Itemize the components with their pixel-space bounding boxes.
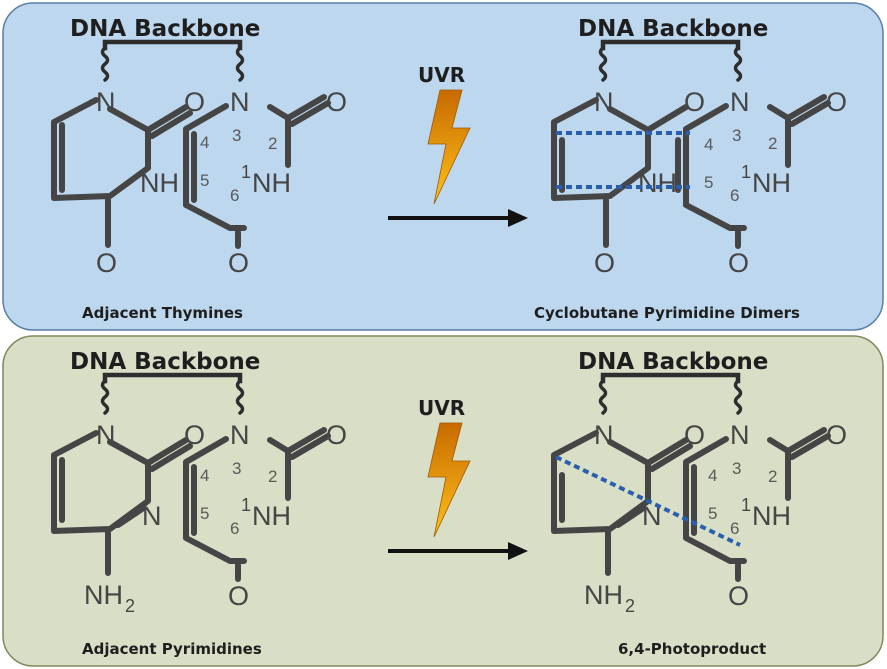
atom-n: N: [230, 420, 250, 450]
top-left-ring-a-bonds: [51, 97, 193, 248]
bottom-reaction-arrow-group: UVR: [388, 396, 528, 560]
arrow-head-icon: [508, 209, 528, 227]
ring-number-3: 3: [732, 459, 741, 478]
atom-n: N: [96, 87, 116, 117]
atom-nh: NH: [252, 501, 291, 531]
bottom-right-structure: DNA Backbone N O N NH 2 N O NH 1 O 3 2 4…: [551, 349, 847, 658]
photoproduct-6-4-bond: [555, 455, 741, 547]
atom-o: O: [96, 248, 117, 278]
bottom-right-wavy-link-2: [733, 379, 743, 415]
lightning-icon: [427, 89, 471, 205]
subscript-2: 2: [625, 596, 635, 616]
ring-number-6: 6: [230, 186, 239, 205]
top-reaction-arrow-group: UVR: [388, 63, 528, 227]
top-uvr-label: UVR: [418, 63, 465, 87]
atom-n: N: [594, 420, 614, 450]
atom-o: O: [728, 581, 749, 611]
atom-nh: NH: [752, 501, 791, 531]
superscript-1: 1: [741, 495, 751, 515]
atom-o: O: [594, 248, 615, 278]
top-left-wavy-link-2: [235, 46, 245, 82]
atom-n: N: [730, 87, 750, 117]
atom-n: N: [730, 420, 750, 450]
subscript-2: 2: [125, 596, 135, 616]
arrow-head-icon: [508, 542, 528, 560]
atom-nh2: NH: [584, 580, 623, 610]
top-right-structure: DNA Backbone N O NH O N O NH 1 O 3 2 4 5…: [534, 16, 847, 322]
ring-number-3: 3: [232, 459, 241, 478]
atom-nh: NH: [252, 168, 291, 198]
top-right-wavy-link-1: [598, 46, 608, 82]
top-left-structure: DNA Backbone N O NH O N O NH 1 O 3 2 4 5…: [51, 16, 347, 322]
ring-number-5: 5: [704, 173, 713, 192]
atom-o: O: [684, 420, 705, 450]
atom-nh2: NH: [84, 580, 123, 610]
ring-number-5: 5: [708, 504, 717, 523]
ring-number-2: 2: [268, 134, 277, 153]
top-right-ring-b-bonds: [675, 94, 831, 249]
ring-number-3: 3: [232, 126, 241, 145]
bottom-left-ring-b-bonds: [183, 427, 331, 582]
ring-number-6: 6: [230, 519, 239, 538]
bottom-right-ring-a-bonds: [551, 430, 693, 576]
bottom-uvr-label: UVR: [418, 396, 465, 420]
atom-n: N: [96, 420, 116, 450]
atom-nh: NH: [752, 168, 791, 198]
ring-number-4: 4: [200, 133, 209, 152]
ring-number-2: 2: [768, 467, 777, 486]
ring-number-4: 4: [704, 135, 713, 154]
bottom-right-wavy-link-1: [598, 379, 608, 415]
top-right-wavy-link-2: [733, 46, 743, 82]
bottom-left-backbone-label: DNA Backbone: [70, 349, 260, 375]
atom-o: O: [184, 87, 205, 117]
atom-o: O: [228, 581, 249, 611]
atom-o: O: [228, 248, 249, 278]
ring-number-6: 6: [730, 186, 739, 205]
bottom-left-wavy-link-2: [235, 379, 245, 415]
top-left-wavy-link-1: [100, 46, 110, 82]
bottom-left-ring-a-bonds: [51, 430, 193, 576]
atom-o: O: [326, 420, 347, 450]
ring-number-3: 3: [732, 126, 741, 145]
atom-n: N: [142, 501, 162, 531]
ring-number-4: 4: [708, 466, 717, 485]
top-right-backbone-label: DNA Backbone: [578, 16, 768, 42]
top-left-caption: Adjacent Thymines: [82, 304, 243, 322]
superscript-1: 1: [241, 495, 251, 515]
atom-n: N: [230, 87, 250, 117]
ring-number-6: 6: [730, 519, 739, 538]
lightning-icon: [427, 422, 471, 538]
atom-o: O: [184, 420, 205, 450]
superscript-1: 1: [741, 162, 751, 182]
ring-number-2: 2: [268, 467, 277, 486]
atom-nh: NH: [638, 168, 677, 198]
bottom-right-caption: 6,4-Photoproduct: [618, 640, 766, 658]
atom-n: N: [594, 87, 614, 117]
ring-number-4: 4: [200, 466, 209, 485]
atom-o: O: [684, 87, 705, 117]
bottom-left-wavy-link-1: [100, 379, 110, 415]
atom-o: O: [826, 87, 847, 117]
ring-number-5: 5: [200, 171, 209, 190]
atom-n: N: [642, 501, 662, 531]
top-left-backbone-label: DNA Backbone: [70, 16, 260, 42]
bottom-left-caption: Adjacent Pyrimidines: [82, 640, 262, 658]
ring-number-5: 5: [200, 504, 209, 523]
top-right-caption: Cyclobutane Pyrimidine Dimers: [534, 304, 800, 322]
atom-o: O: [728, 248, 749, 278]
top-right-ring-a-bonds: [551, 97, 689, 248]
superscript-1: 1: [241, 162, 251, 182]
atom-o: O: [326, 87, 347, 117]
atom-o: O: [826, 420, 847, 450]
bottom-right-backbone-label: DNA Backbone: [578, 349, 768, 375]
bottom-left-structure: DNA Backbone N O N NH 2 N O NH 1 O 3 2 4…: [51, 349, 347, 658]
atom-nh: NH: [140, 168, 179, 198]
top-left-ring-b-bonds: [183, 94, 331, 249]
bottom-right-ring-b-bonds: [683, 427, 831, 582]
ring-number-2: 2: [768, 134, 777, 153]
